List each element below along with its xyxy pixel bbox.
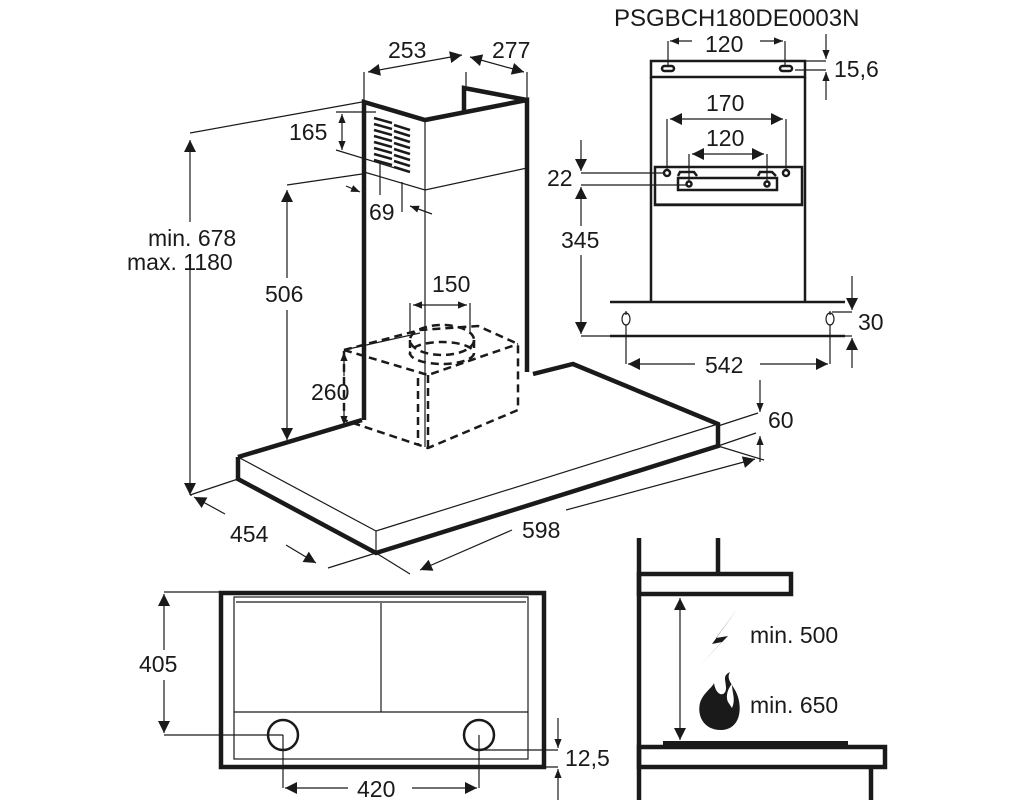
dim-bracket-height: 345 <box>561 227 599 253</box>
dim-outer-hole-spacing: 170 <box>706 90 744 116</box>
screw-right <box>825 311 835 326</box>
dim-vent-inset: 69 <box>369 199 395 225</box>
clearance-gas: min. 650 <box>750 692 838 718</box>
dim-outlet-diameter: 150 <box>432 271 470 297</box>
bottom-view: 405 420 12,5 <box>139 590 610 800</box>
dim-vent-height: 165 <box>289 119 327 145</box>
cooktop-surface <box>663 741 848 748</box>
clearance-view: min. 500 min. 650 <box>636 538 888 800</box>
flame-icon <box>699 672 740 730</box>
motor-box-hidden <box>342 323 520 450</box>
perspective-view: 253 277 165 69 min. 678 max. 1180 506 15… <box>127 37 794 575</box>
dim-chimney-depth: 277 <box>492 37 530 63</box>
canopy-outline <box>235 361 721 556</box>
bottom-outline <box>218 590 547 770</box>
lightning-icon <box>700 608 738 665</box>
dim-inner-hole-spacing: 120 <box>706 125 744 151</box>
hood-silhouette <box>636 571 794 597</box>
dim-chimney-height: 506 <box>265 281 303 307</box>
dim-screw-spacing: 542 <box>705 352 743 378</box>
dim-top-bracket-spacing: 120 <box>705 31 743 57</box>
dim-total-height-min: min. 678 <box>148 225 236 251</box>
dim-screw-height: 30 <box>858 309 884 335</box>
dim-canopy-width: 598 <box>522 517 560 543</box>
top-bracket <box>649 59 807 79</box>
clearance-electric: min. 500 <box>750 622 838 648</box>
front-view: 120 15,6 170 120 22 345 30 542 <box>547 31 884 378</box>
dim-bottom-depth: 405 <box>139 651 177 677</box>
model-number: PSGBCH180DE0003N <box>614 5 859 32</box>
dim-top-bracket-offset: 15,6 <box>834 56 879 82</box>
dim-canopy-thickness: 60 <box>768 407 794 433</box>
dim-hole-vertical-offset: 22 <box>547 165 573 191</box>
vent-slits <box>373 116 411 174</box>
dim-edge-offset: 12,5 <box>565 745 610 771</box>
dim-canopy-depth: 454 <box>230 521 269 547</box>
dim-motor-box-height: 260 <box>311 379 349 405</box>
dim-total-height-max: max. 1180 <box>127 249 233 275</box>
screw-left <box>621 311 631 326</box>
chimney-outline <box>361 85 530 447</box>
dim-light-spacing: 420 <box>357 776 395 800</box>
cooktop-silhouette <box>636 744 888 770</box>
dim-chimney-width: 253 <box>388 37 426 63</box>
wall-bracket <box>653 165 804 207</box>
